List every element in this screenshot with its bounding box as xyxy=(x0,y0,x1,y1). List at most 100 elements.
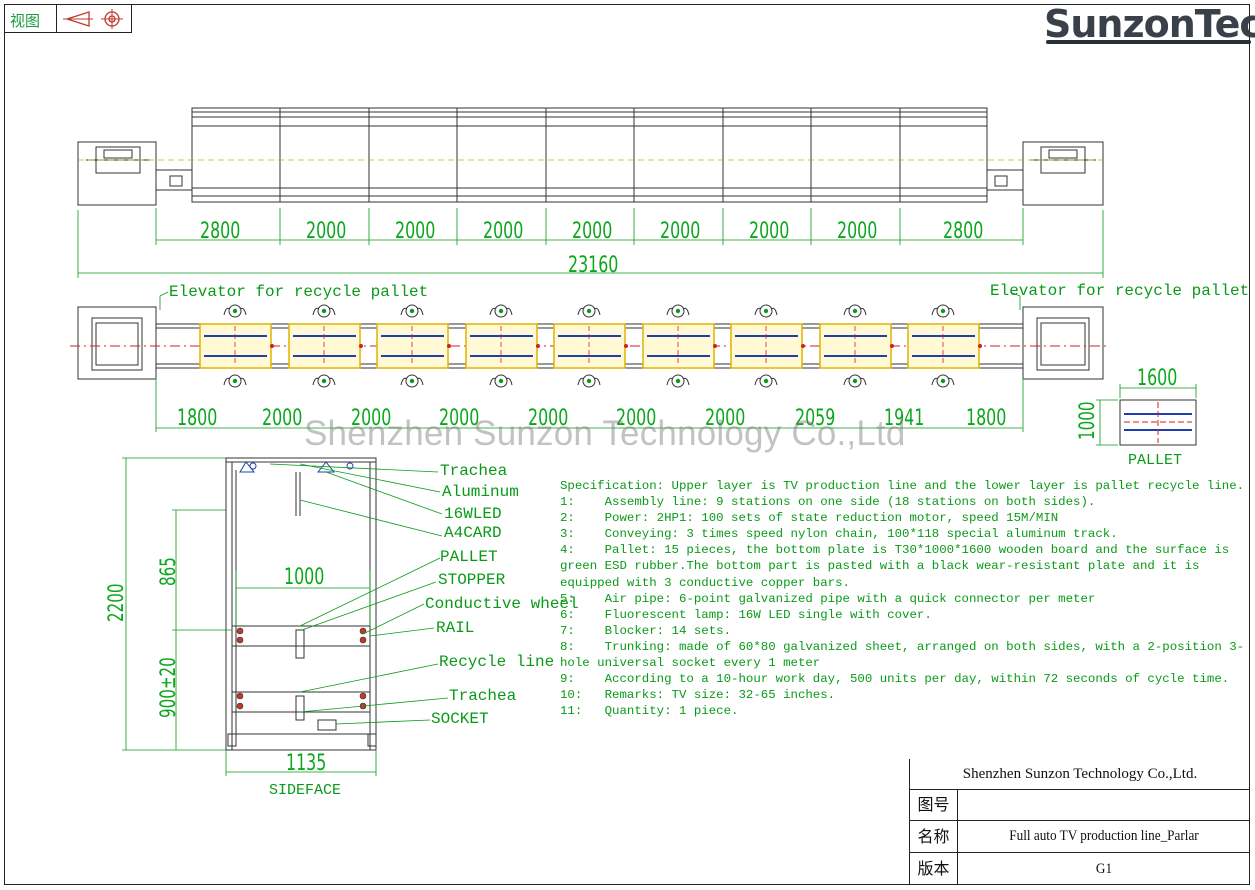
elevator-label-right: Elevator for recycle pallet xyxy=(990,282,1250,300)
top-elevation-view xyxy=(77,107,1104,278)
operator-icon xyxy=(489,304,513,318)
plan-dim-9: 1941 xyxy=(884,406,925,431)
work-station xyxy=(288,304,363,388)
operator-icon xyxy=(577,304,601,318)
watermark: Shenzhen Sunzon Technology Co.,Ltd xyxy=(304,414,906,453)
work-station xyxy=(730,304,805,388)
operator-icon xyxy=(223,374,247,388)
plan-dim-8: 2059 xyxy=(795,406,836,431)
version-value: G1 xyxy=(1095,861,1113,877)
plan-dim-3: 2000 xyxy=(351,406,392,431)
pallet-width-dim: 1600 xyxy=(1137,366,1178,391)
top-dim-5: 2000 xyxy=(572,219,613,244)
spec-line: 8: Trunking: made of 60*80 galvanized sh… xyxy=(560,639,1245,671)
side-label-rail: RAIL xyxy=(436,619,475,637)
projection-symbol-icon xyxy=(63,9,123,29)
side-dim-upper: 865 xyxy=(156,557,180,586)
operator-icon xyxy=(843,304,867,318)
drawing-frame xyxy=(4,4,1250,885)
plan-dim-4: 2000 xyxy=(439,406,480,431)
plan-dim-7: 2000 xyxy=(705,406,746,431)
name-key: 名称 xyxy=(910,821,958,852)
work-station xyxy=(376,304,451,388)
plan-dim-5: 2000 xyxy=(528,406,569,431)
plan-dim-10: 1800 xyxy=(966,406,1007,431)
side-dim-base-width: 1135 xyxy=(286,751,327,776)
pallet-detail xyxy=(1096,384,1197,446)
operator-icon xyxy=(666,374,690,388)
top-dim-9: 2800 xyxy=(943,219,984,244)
top-dim-2: 2000 xyxy=(306,219,347,244)
spec-line: 11: Quantity: 1 piece. xyxy=(560,704,739,719)
work-station xyxy=(907,304,982,388)
spec-line: 6: Fluorescent lamp: 16W LED single with… xyxy=(560,607,932,622)
elevator-label-left: Elevator for recycle pallet xyxy=(169,283,429,301)
operator-icon xyxy=(223,304,247,318)
drawing-no-key: 图号 xyxy=(910,790,958,820)
name-value: Full auto TV production line_Parlar xyxy=(1009,828,1199,844)
work-station xyxy=(819,304,894,388)
top-dim-1: 2800 xyxy=(200,219,241,244)
title-block-company: Shenzhen Sunzon Technology Co.,Ltd. xyxy=(909,759,1250,789)
operator-icon xyxy=(666,304,690,318)
side-label-pallet: PALLET xyxy=(440,548,498,566)
version-key: 版本 xyxy=(910,853,958,885)
operator-icon xyxy=(312,304,336,318)
operator-icon xyxy=(754,304,778,318)
spec-line: 7: Blocker: 14 sets. xyxy=(560,623,732,638)
side-dim-pallet-width: 1000 xyxy=(284,565,325,590)
operator-icon xyxy=(312,374,336,388)
side-label-led: 16WLED xyxy=(444,505,502,523)
side-label-trachea-top: Trachea xyxy=(440,462,508,480)
operator-icon xyxy=(754,374,778,388)
side-label-socket: SOCKET xyxy=(431,710,489,728)
spec-line: 4: Pallet: 15 pieces, the bottom plate i… xyxy=(560,543,1237,590)
drawing-no-value xyxy=(976,790,1233,820)
spec-line: Specification: Upper layer is TV product… xyxy=(560,479,1245,493)
side-caption: SIDEFACE xyxy=(269,782,342,799)
plan-dim-1: 1800 xyxy=(177,406,218,431)
title-row-version: 版本 G1 xyxy=(909,852,1250,885)
side-label-a4card: A4CARD xyxy=(444,524,502,542)
work-station xyxy=(465,304,540,388)
top-dim-4: 2000 xyxy=(483,219,524,244)
spec-line: 5: Air pipe: 6-point galvanized pipe wit… xyxy=(560,591,1096,606)
title-row-drawing-no: 图号 xyxy=(909,789,1250,820)
operator-icon xyxy=(931,374,955,388)
side-label-aluminum: Aluminum xyxy=(442,483,519,501)
spec-line: 3: Conveying: 3 times speed nylon chain,… xyxy=(560,527,1118,542)
side-dim-lower: 900±20 xyxy=(156,657,180,718)
operator-icon xyxy=(843,374,867,388)
logo-underline xyxy=(1046,40,1251,44)
plan-dim-6: 2000 xyxy=(616,406,657,431)
top-total-dim: 23160 xyxy=(568,253,619,278)
title-block: Shenzhen Sunzon Technology Co.,Ltd. 图号 名… xyxy=(909,759,1250,885)
pallet-height-dim: 1000 xyxy=(1075,401,1099,440)
plan-view xyxy=(70,291,1110,432)
operator-icon xyxy=(489,374,513,388)
side-view xyxy=(122,457,449,776)
top-dim-7: 2000 xyxy=(749,219,790,244)
spec-line: 10: Remarks: TV size: 32-65 inches. xyxy=(560,688,836,703)
operator-icon xyxy=(931,304,955,318)
operator-icon xyxy=(400,374,424,388)
work-station xyxy=(553,304,628,388)
side-dim-total: 2200 xyxy=(104,583,128,622)
top-dim-6: 2000 xyxy=(660,219,701,244)
operator-icon xyxy=(400,304,424,318)
pallet-caption: PALLET xyxy=(1128,452,1183,469)
side-label-conductive-wheel: Conductive wheel xyxy=(425,595,579,613)
view-label: 视图 xyxy=(10,12,41,30)
work-station xyxy=(199,304,274,388)
title-row-name: 名称 Full auto TV production line_Parlar xyxy=(909,820,1250,852)
spec-line: 2: Power: 2HP1: 100 sets of state reduct… xyxy=(560,511,1059,526)
side-label-recycle-line: Recycle line xyxy=(439,653,555,671)
spec-line: 9: According to a 10-hour work day, 500 … xyxy=(560,672,1230,687)
top-dim-3: 2000 xyxy=(395,219,436,244)
work-station xyxy=(642,304,717,388)
spec-line: 1: Assembly line: 9 stations on one side… xyxy=(560,495,1096,510)
specification-notes: Specification: Upper layer is TV product… xyxy=(560,478,1250,719)
